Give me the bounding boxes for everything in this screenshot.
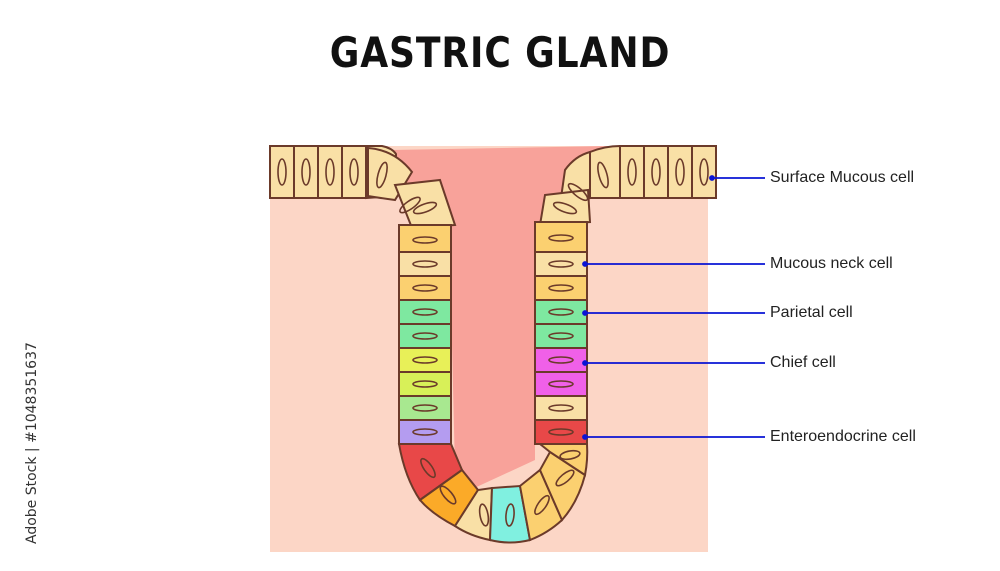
base-nuclei xyxy=(420,449,581,527)
label-chief-cell: Chief cell xyxy=(770,354,836,371)
right-gland-column xyxy=(534,221,588,445)
label-parietal-cell: Parietal cell xyxy=(770,304,853,321)
diagram-title: GASTRIC GLAND xyxy=(329,28,671,77)
surface-nuclei xyxy=(277,158,709,215)
label-surface-mucous-cell: Surface Mucous cell xyxy=(770,169,915,186)
label-enteroendocrine-cell: Enteroendocrine cell xyxy=(770,428,916,445)
column-nuclei xyxy=(412,234,574,436)
left-surface-cells xyxy=(269,145,457,230)
stock-watermark: Adobe Stock | #1048351637 xyxy=(24,342,40,544)
label-mucous-neck-cell: Mucous neck cell xyxy=(770,255,893,272)
